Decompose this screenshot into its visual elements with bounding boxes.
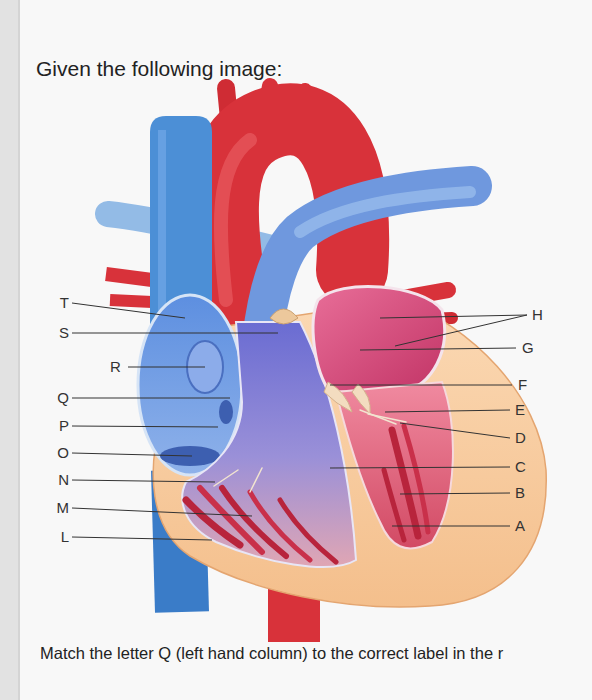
art-path [72,508,252,516]
art-path [352,384,370,414]
art-path [250,468,262,492]
art-path [214,470,238,486]
art-path [72,303,185,318]
art-path [72,480,215,482]
art-line [110,300,152,302]
left-ventricle [324,382,453,548]
callout-letter: R [110,358,121,376]
callout-letter: B [515,484,525,502]
screen-edge [0,0,18,700]
art-path [384,470,404,540]
art-path [330,467,510,468]
callout-letter: P [59,417,69,435]
art-path [128,367,205,368]
art-path [72,398,230,399]
art-path [72,333,278,334]
art-path [336,382,453,548]
callout-letter: D [515,429,526,447]
art-path [72,537,212,540]
art-path [72,453,192,456]
callout-letter: Q [57,389,69,407]
art-path [324,382,352,412]
art-path [221,140,250,300]
callout-letter: E [515,401,525,419]
art-path [72,426,218,427]
art-path [400,493,510,494]
callout-letter: S [59,324,69,342]
art-path [380,315,527,318]
callout-letter: H [532,306,543,324]
callout-letter: G [522,339,534,357]
art-path [300,192,470,232]
art-path [280,500,336,562]
callout-letter: N [58,471,69,489]
callout-letter: T [60,294,69,312]
art-path [270,309,298,324]
papillary-muscles [186,410,428,562]
art-line [106,274,152,280]
callout-letter: F [518,376,527,394]
art-path [158,130,166,320]
callout-letter: C [515,458,526,476]
art-path [392,526,510,527]
art-path [385,410,510,412]
screen-edge-line [18,0,20,700]
art-path [368,414,406,422]
art-path [330,385,512,386]
question-caption: Match the letter Q (left hand column) to… [40,644,503,664]
page-title: Given the following image: [36,56,282,81]
callout-letter: M [57,499,70,517]
leader-lines [72,303,527,540]
callout-letter: O [57,444,69,462]
art-path [395,315,527,346]
art-path [400,423,510,438]
callout-letter: L [61,528,69,546]
art-ellipse [219,400,233,424]
art-path [404,426,428,532]
art-path [360,348,516,350]
callout-letter: A [515,517,525,535]
